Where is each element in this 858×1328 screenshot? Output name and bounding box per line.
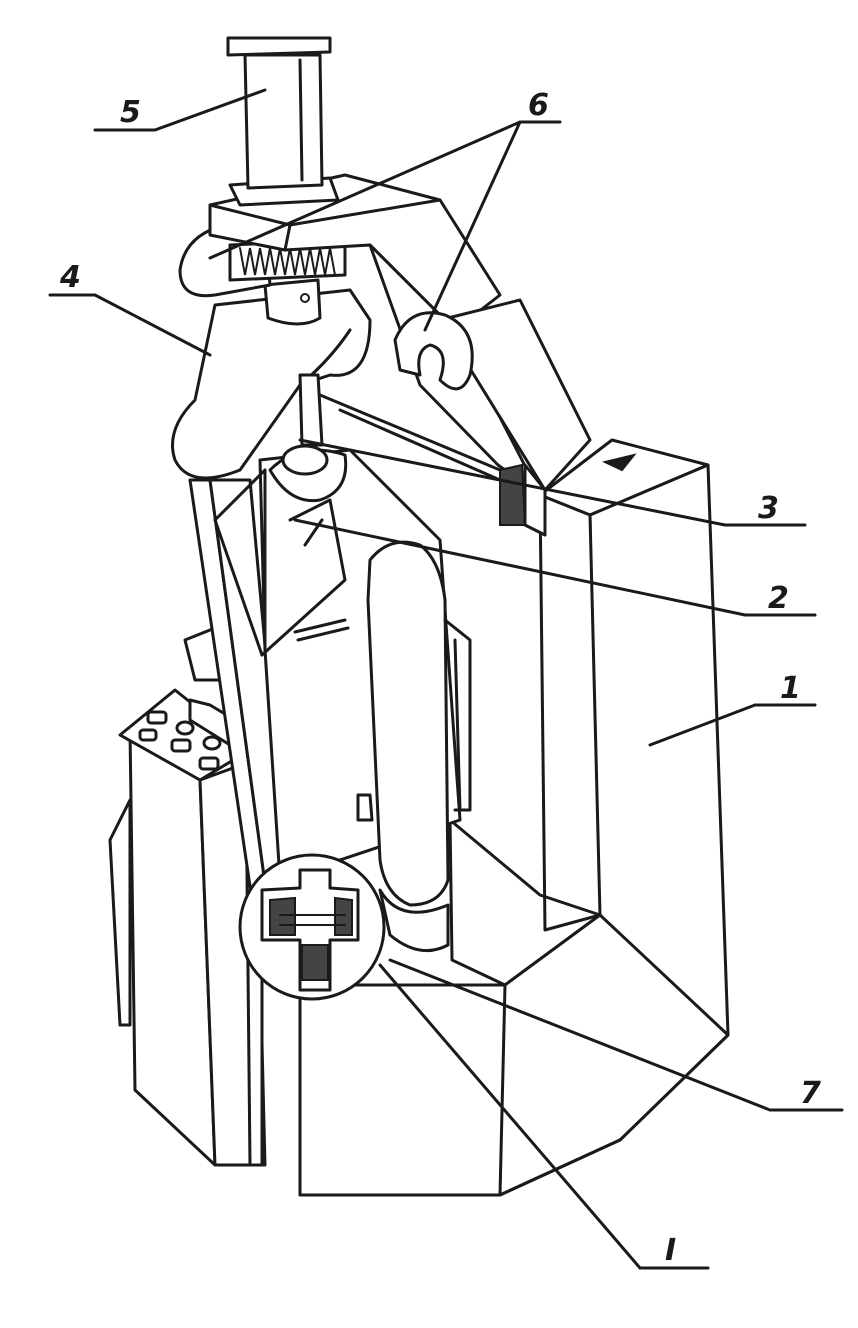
label-6: 6 (528, 88, 549, 123)
leader-lines (48, 88, 844, 1270)
label-3: 3 (758, 491, 779, 526)
jacket-form (213, 448, 472, 953)
button-icon (202, 735, 222, 751)
main-housing (298, 438, 730, 1197)
label-2: 2 (768, 581, 789, 616)
label-I: I (665, 1233, 676, 1268)
label-7: 7 (800, 1076, 821, 1111)
button-icon (170, 738, 192, 753)
detail-circle (238, 853, 386, 1001)
hatched-block (499, 463, 527, 526)
button-icon (198, 756, 220, 771)
bolt-icon (300, 293, 310, 303)
button-icon (175, 720, 195, 736)
link-arm (318, 243, 592, 537)
button-icon (138, 728, 158, 742)
button-icon (146, 710, 168, 725)
part-labels: 5 6 4 3 2 1 7 I (59, 88, 821, 1268)
label-1: 1 (780, 671, 801, 706)
label-4: 4 (59, 260, 81, 295)
label-5: 5 (120, 95, 141, 130)
